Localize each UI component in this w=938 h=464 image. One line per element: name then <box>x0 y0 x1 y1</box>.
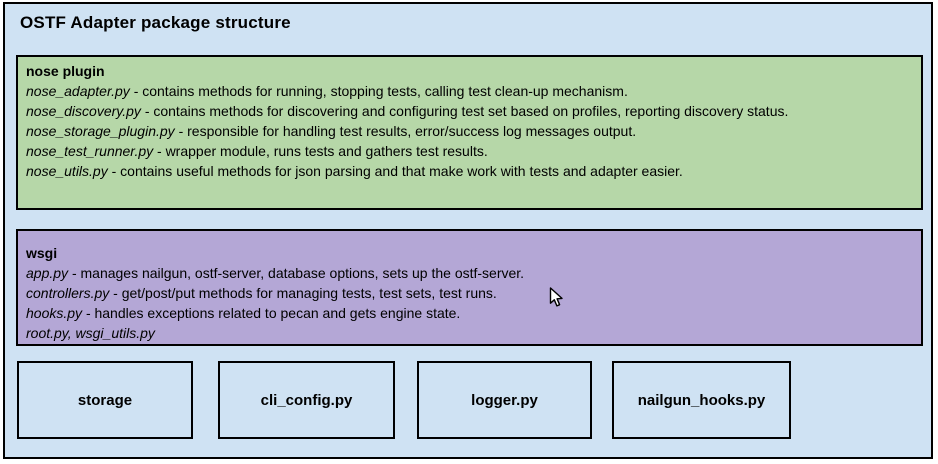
wsgi-box: wsgi app.py - manages nailgun, ostf-serv… <box>16 229 923 346</box>
module-description-text: - handles exceptions related to pecan an… <box>85 305 461 321</box>
module-description-text: - get/post/put methods for managing test… <box>113 285 497 301</box>
module-filename: app.py <box>26 265 69 281</box>
wsgi-heading: wsgi <box>26 245 58 261</box>
module-box-cli-config: cli_config.py <box>218 361 395 439</box>
module-description-text: - contains methods for discovering and c… <box>144 103 789 119</box>
module-description-text: - manages nailgun, ostf-server, database… <box>71 265 525 281</box>
diagram-title: OSTF Adapter package structure <box>20 13 291 32</box>
module-description: nose_test_runner.py - wrapper module, ru… <box>26 141 903 161</box>
module-box-label: cli_config.py <box>260 391 353 409</box>
module-description: controllers.py - get/post/put methods fo… <box>26 283 903 303</box>
module-description-text: - wrapper module, runs tests and gathers… <box>157 143 488 159</box>
module-description: hooks.py - handles exceptions related to… <box>26 303 903 323</box>
module-filename: nose_storage_plugin.py <box>26 123 175 139</box>
module-description-text: - responsible for handling test results,… <box>178 123 637 139</box>
module-description-text: - contains useful methods for json parsi… <box>111 163 683 179</box>
module-description: app.py - manages nailgun, ostf-server, d… <box>26 263 903 283</box>
nose-plugin-heading: nose plugin <box>26 63 105 79</box>
module-filename: nose_adapter.py <box>26 83 130 99</box>
module-box-label: storage <box>77 391 133 409</box>
module-description-text: - contains methods for running, stopping… <box>133 83 628 99</box>
module-filename: nose_utils.py <box>26 163 108 179</box>
wsgi-extra-files: root.py, wsgi_utils.py <box>26 325 155 341</box>
module-box-label: logger.py <box>471 391 538 409</box>
module-filename: hooks.py <box>26 305 83 321</box>
module-box-storage: storage <box>17 361 193 439</box>
module-filename: nose_test_runner.py <box>26 143 154 159</box>
nose-plugin-box: nose plugin nose_adapter.py - contains m… <box>16 55 923 210</box>
module-filename: nose_discovery.py <box>26 103 141 119</box>
module-description: nose_utils.py - contains useful methods … <box>26 161 903 181</box>
module-box-nailgun-hooks: nailgun_hooks.py <box>612 361 791 439</box>
module-description: nose_storage_plugin.py - responsible for… <box>26 121 903 141</box>
module-description: nose_discovery.py - contains methods for… <box>26 101 903 121</box>
module-box-label: nailgun_hooks.py <box>637 391 766 409</box>
module-box-logger: logger.py <box>417 361 592 439</box>
module-description: nose_adapter.py - contains methods for r… <box>26 81 903 101</box>
diagram-frame: OSTF Adapter package structure nose plug… <box>3 2 933 459</box>
module-filename: controllers.py <box>26 285 110 301</box>
